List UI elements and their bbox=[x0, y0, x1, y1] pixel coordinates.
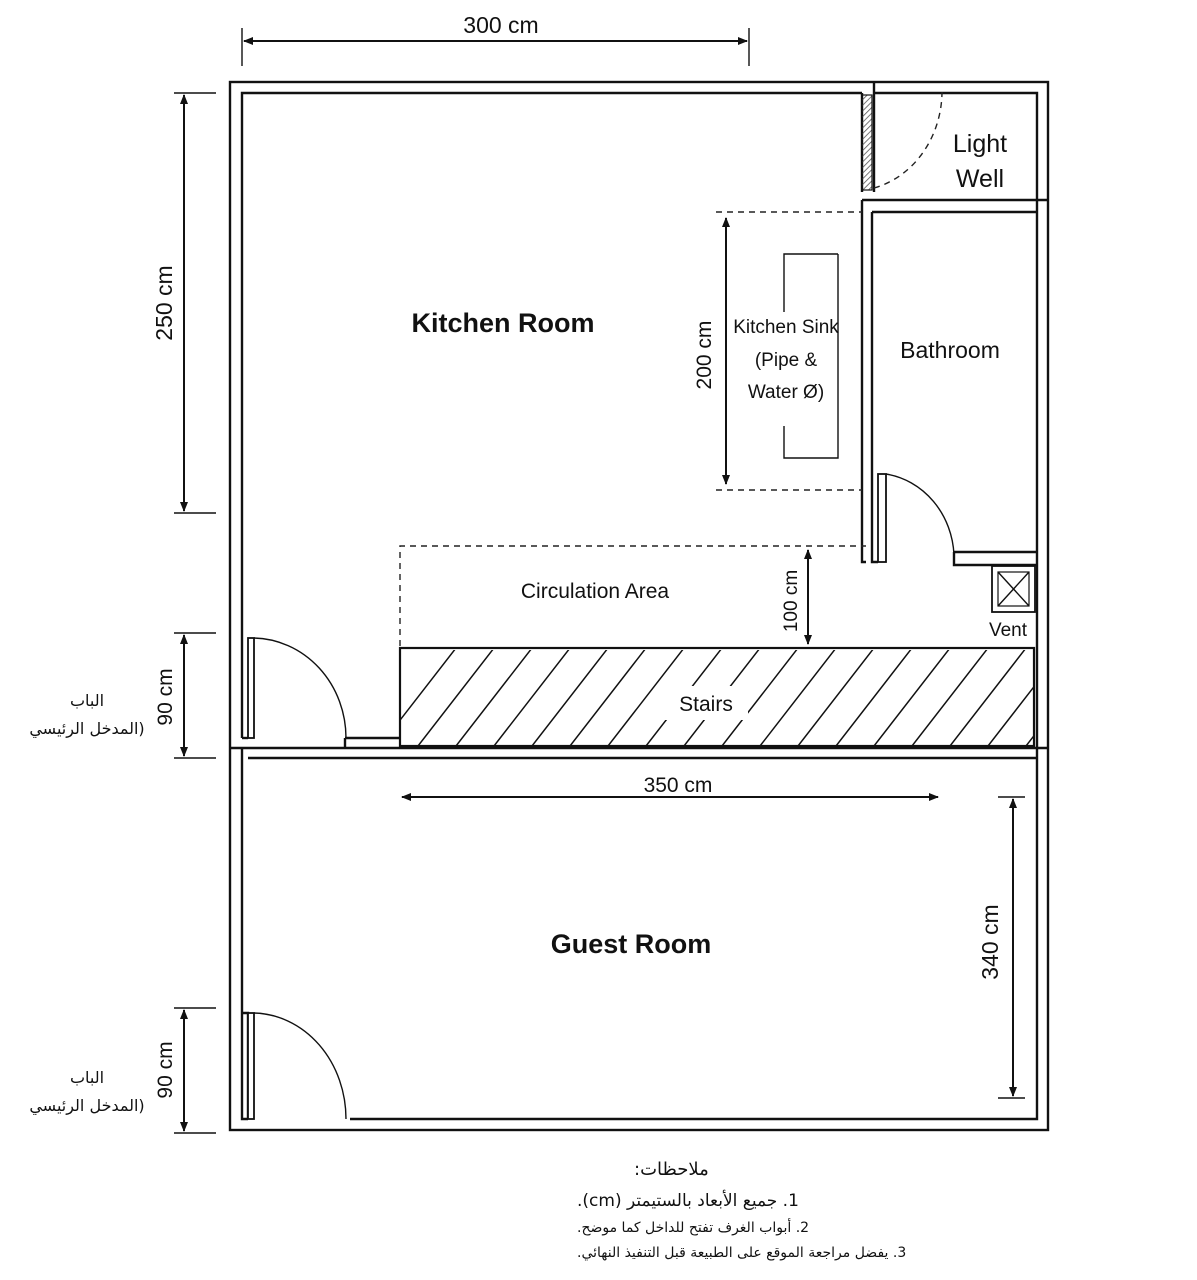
stairs-hatch-line bbox=[759, 650, 836, 746]
stairs-label: Stairs bbox=[679, 693, 733, 716]
sink-dimension-label: 200 cm bbox=[693, 321, 716, 390]
lower-door-dimension-label: 90 cm bbox=[154, 1041, 177, 1098]
note-item-2: 2. أبواب الغرف تفتح للداخل كما موضح. bbox=[577, 1218, 809, 1236]
kitchen: Kitchen Room Kitchen Sink (Pipe & Water … bbox=[247, 211, 866, 739]
bathroom-label: Bathroom bbox=[900, 337, 1000, 363]
exterior-dimensions: 300 cm 250 cm 90 cm الباب (المدخل الرئيس… bbox=[29, 12, 750, 1134]
circulation-dimension-label: 100 cm bbox=[781, 570, 802, 632]
stairs-hatch-line bbox=[1064, 648, 1140, 746]
stairs-hatch-line bbox=[1102, 648, 1178, 746]
sink-label-2: (Pipe & bbox=[755, 350, 818, 371]
bathroom-door-swing bbox=[885, 473, 955, 556]
stairs-hatch-line bbox=[493, 650, 570, 746]
outer-walls bbox=[228, 80, 1050, 1132]
stairs-hatch-line bbox=[873, 650, 950, 746]
circulation-area-label: Circulation Area bbox=[521, 580, 670, 603]
kitchen-sink bbox=[783, 253, 839, 459]
notes-title: ملاحظات: bbox=[634, 1159, 709, 1180]
note-item-3: 3. يفضل مراجعة الموقع على الطبيعة قبل ال… bbox=[577, 1245, 906, 1261]
vent: Vent bbox=[989, 565, 1036, 641]
top-width-dimension-label: 300 cm bbox=[463, 12, 538, 38]
bathroom-left-wall-outer bbox=[860, 200, 866, 564]
light-well-label-1: Light bbox=[953, 130, 1007, 158]
vent-shaft bbox=[991, 565, 1036, 613]
light-well-door-swing bbox=[873, 91, 943, 189]
upper-door-label-1: الباب bbox=[70, 691, 104, 710]
middle-wall bbox=[230, 736, 1048, 760]
stairs-hatch-line bbox=[797, 650, 874, 746]
upper-entrance-door-swing bbox=[253, 637, 347, 739]
stairs-hatch-line bbox=[455, 650, 532, 746]
outer-wall-outer-line bbox=[228, 80, 1050, 1132]
stairs-hatch-line bbox=[569, 650, 646, 746]
stairs-hatch-line bbox=[417, 650, 494, 746]
bathroom-door-leaf[interactable] bbox=[877, 473, 887, 563]
lower-entrance-door-leaf[interactable] bbox=[247, 1012, 255, 1120]
stairs-hatch-line bbox=[835, 650, 912, 746]
lower-door-label-1: الباب bbox=[70, 1068, 104, 1087]
light-well-label-2: Well bbox=[956, 165, 1004, 193]
lower-entrance-door-swing bbox=[253, 1012, 347, 1120]
stairs-hatch bbox=[400, 648, 1178, 746]
stairs-hatch-line bbox=[531, 650, 608, 746]
outer-wall-inner-line bbox=[240, 91, 1039, 1121]
stairs-label-bg bbox=[664, 686, 748, 720]
stairs-hatch-line bbox=[911, 650, 988, 746]
note-item-1: 1. جميع الأبعاد بالستيمتر (cm). bbox=[577, 1190, 799, 1211]
circulation-area-outline bbox=[399, 545, 866, 646]
upper-entrance-door-leaf[interactable] bbox=[247, 637, 255, 739]
stairs-hatch-line bbox=[607, 650, 684, 746]
upper-door-label-2: (المدخل الرئيسي bbox=[29, 719, 144, 739]
guest-room-label: Guest Room bbox=[551, 929, 712, 959]
notes: ملاحظات: 1. جميع الأبعاد بالستيمتر (cm).… bbox=[577, 1159, 906, 1261]
sink-zone-outline bbox=[716, 211, 862, 491]
bathroom: Bathroom bbox=[860, 198, 1048, 567]
guest-room: Guest Room 350 cm 340 cm bbox=[247, 774, 1025, 1120]
kitchen-label: Kitchen Room bbox=[411, 308, 594, 338]
light-well-window bbox=[861, 94, 873, 191]
sink-label-3: Water Ø) bbox=[748, 382, 824, 403]
stairs-hatch-line bbox=[949, 650, 1026, 746]
upper-door-dimension-label: 90 cm bbox=[154, 668, 177, 725]
bathroom-left-wall-inner bbox=[870, 212, 878, 564]
kitchen-height-dimension-label: 250 cm bbox=[151, 265, 177, 340]
light-well: Light Well bbox=[860, 82, 1007, 193]
stairs-hatch-line bbox=[400, 650, 456, 722]
stairs-hatch-line bbox=[987, 685, 1034, 746]
guest-width-dimension-label: 350 cm bbox=[644, 774, 713, 797]
vent-label: Vent bbox=[989, 620, 1028, 641]
stairs: Stairs bbox=[398, 646, 1178, 748]
stairs-hatch-line bbox=[721, 650, 798, 746]
guest-height-dimension-label: 340 cm bbox=[977, 904, 1003, 979]
vent-inner bbox=[997, 571, 1030, 607]
bathroom-bottom-wall bbox=[952, 550, 1037, 567]
lower-door-label-2: (المدخل الرئيسي bbox=[29, 1096, 144, 1116]
sink-label-1: Kitchen Sink bbox=[733, 317, 839, 338]
